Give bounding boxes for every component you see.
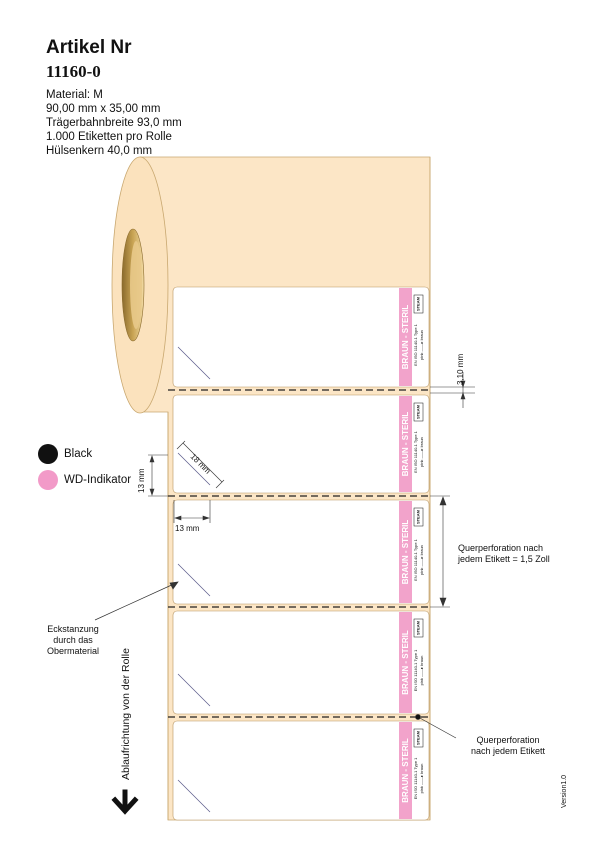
corner-cut-line [177,563,211,597]
steam-badge [413,507,424,527]
article-number: 11160-0 [46,62,101,81]
label-body [172,610,430,715]
indicator-text: pink ——▸ braun [419,545,424,575]
iso-text: EN ISO 11140-1 Type 1 [413,430,418,473]
wd-indicator-band [399,722,412,819]
steam-badge-text: STEAM [416,620,421,635]
article-title: Artikel Nr [46,37,132,58]
steam-badge [413,728,424,748]
band-text: BRAUN - STERIL [401,630,410,695]
label-body [172,720,430,821]
indicator-text: pink ——▸ braun [419,330,424,360]
wd-indicator-band [399,396,412,492]
corner-cut-line [177,673,211,707]
version-label: Version1.0 [561,774,568,808]
steam-badge-text: STEAM [416,509,421,524]
legend-black-label: Black [64,448,93,460]
wd-indicator-band [399,288,412,386]
label-pitch-dimension [430,495,450,608]
direction-arrow-icon [111,789,139,815]
label-body [172,499,430,605]
band-text: BRAUN - STERIL [401,305,410,370]
corner-cut-line [177,346,211,380]
label-body [172,394,430,494]
iso-text: EN ISO 11140-1 Type 1 [413,757,418,800]
wd-indicator-band [399,501,412,603]
band-text: BRAUN - STERIL [401,520,410,585]
iso-text: EN ISO 11140-1 Type 1 [413,538,418,581]
steam-badge [413,402,424,422]
steam-badge-text: STEAM [416,730,421,745]
spec-size: 90,00 mm x 35,00 mm [46,103,161,115]
corner-diagonal-dimension [176,440,225,489]
steam-badge [413,618,424,638]
corner-cut-line [177,779,211,813]
indicator-text: pink ——▸ braun [419,764,424,794]
perforation-each-note: Querperforation nach jedem Etikett [470,735,546,756]
legend-wd-swatch [38,470,58,490]
spec-core: Hülsenkern 40,0 mm [46,145,153,157]
corner-horizontal-dimension [173,500,211,523]
spec-labels-per-roll: 1.000 Etiketten pro Rolle [46,131,172,143]
iso-text: EN ISO 11140-1 Type 1 [413,323,418,366]
steam-badge-text: STEAM [416,404,421,419]
gap-dimension [430,372,475,408]
unwind-direction-label: Ablaufrichtung von der Rolle [120,648,132,780]
spec-material: Material: M [46,89,103,101]
corner-cut-note: Eckstanzung durch das Obermaterial [46,624,100,656]
corner-cut-pointer [94,581,179,621]
gap-dimension-label: 3,10 mm [456,353,465,385]
band-text: BRAUN - STERIL [401,412,410,477]
perforation-pointer [415,714,457,739]
steam-badge [413,294,424,314]
vertical-dimension-label: 13 mm [137,468,146,493]
perforation-pitch-note: Querperforation nach jedem Etikett = 1,5… [458,543,550,564]
label-body [172,286,430,388]
spec-carrier-width: Trägerbahnbreite 93,0 mm [46,117,182,129]
horizontal-dimension-label: 13 mm [175,524,200,533]
legend-black-swatch [38,444,58,464]
steam-badge-text: STEAM [416,296,421,311]
corner-vertical-dimension [148,454,168,497]
wd-indicator-band [399,612,412,713]
band-text: BRAUN - STERIL [401,738,410,803]
iso-text: EN ISO 11140-1 Type 1 [413,649,418,692]
indicator-text: pink ——▸ braun [419,656,424,686]
legend-wd-label: WD-Indikator [64,474,132,486]
indicator-text: pink ——▸ braun [419,437,424,467]
corner-cut-line [177,452,211,486]
